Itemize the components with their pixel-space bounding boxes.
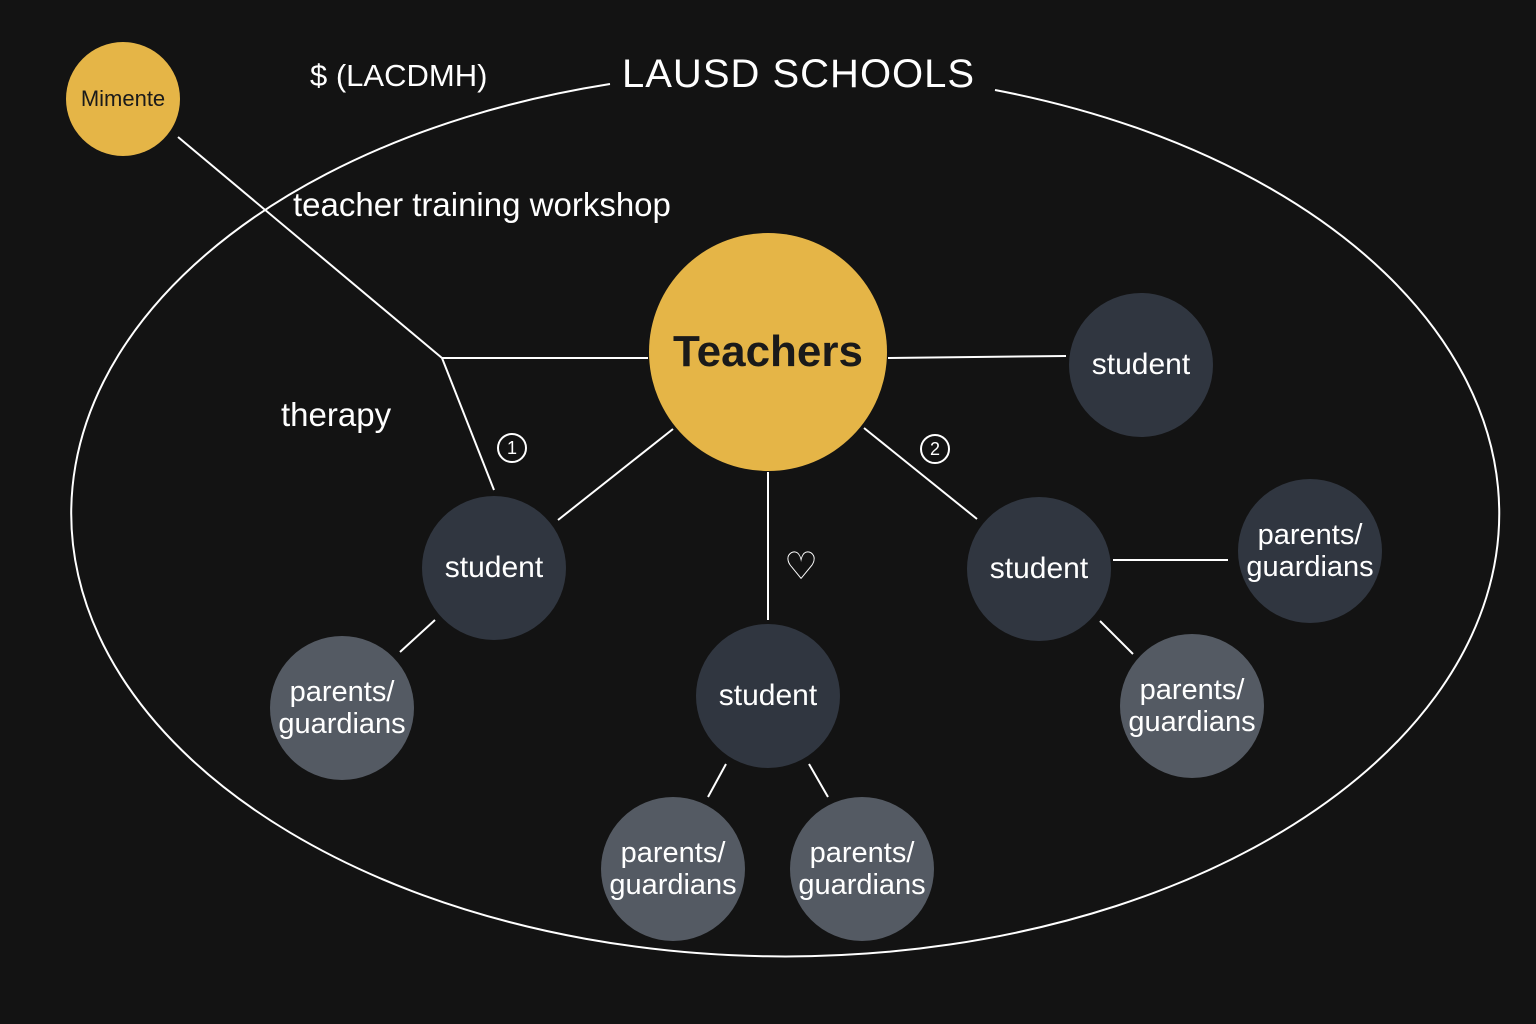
parents-label: parents/ guardians — [1246, 518, 1374, 583]
connector-student-left-parents — [399, 619, 436, 653]
mimente-node: Mimente — [66, 42, 180, 156]
heart-icon: ♡ — [784, 544, 819, 588]
parents-label: parents/ guardians — [798, 836, 926, 901]
student-node-left: student — [422, 496, 566, 640]
therapy-label: therapy — [281, 396, 392, 433]
student-label: student — [1091, 348, 1191, 382]
teachers-label: Teachers — [673, 327, 863, 377]
student-label: student — [718, 679, 818, 713]
parents-node-center-a: parents/ guardians — [601, 797, 745, 941]
teachers-node: Teachers — [649, 233, 887, 471]
mimente-label: Mimente — [80, 85, 166, 111]
marker-two: 2 — [920, 434, 950, 464]
student-label: student — [989, 552, 1089, 586]
parents-label: parents/ guardians — [609, 836, 737, 901]
connector-teachers-student-left — [557, 428, 674, 521]
connector-teachers-student-right-lower — [863, 427, 978, 520]
diagram-title: LAUSD SCHOOLS — [622, 52, 976, 96]
parents-node-right-a: parents/ guardians — [1238, 479, 1382, 623]
connector-teachers-student-right — [887, 355, 1067, 359]
connector-branch-student-left — [441, 357, 495, 491]
marker-one: 1 — [497, 433, 527, 463]
student-node-right: student — [1069, 293, 1213, 437]
student-node-center: student — [696, 624, 840, 768]
funding-label: $ (LACDMH) — [310, 58, 488, 93]
connector-mimente-branch — [177, 136, 443, 359]
parents-node-right-b: parents/ guardians — [1120, 634, 1264, 778]
parents-node-left: parents/ guardians — [270, 636, 414, 780]
teacher-training-label: teacher training workshop — [293, 186, 671, 223]
student-node-right-lower: student — [967, 497, 1111, 641]
connector-student-center-parents-b — [808, 763, 829, 798]
connector-student-center-parents-a — [707, 763, 727, 798]
connector-student-right-parents-b — [1099, 620, 1134, 655]
parents-label: parents/ guardians — [1128, 673, 1256, 738]
parents-label: parents/ guardians — [278, 675, 406, 740]
school-boundary — [70, 83, 1501, 958]
parents-node-center-b: parents/ guardians — [790, 797, 934, 941]
student-label: student — [444, 551, 544, 585]
